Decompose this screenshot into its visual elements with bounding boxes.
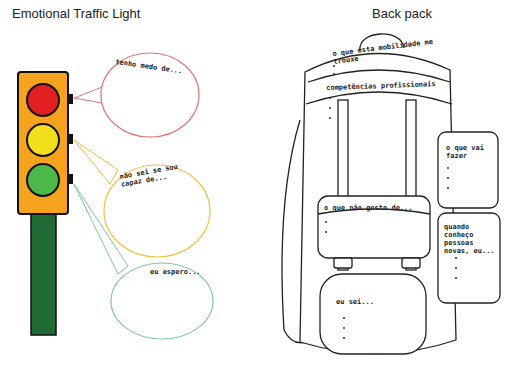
dot: [455, 277, 457, 279]
front-pocket: o que não gosto de...: [320, 198, 428, 256]
dot: [329, 107, 331, 109]
dot: [333, 73, 335, 75]
prompt-text: o que esta mobilidade me trouxe: [332, 35, 453, 66]
dot: [455, 267, 457, 269]
backpack-compartment: competências profissionais: [322, 80, 440, 120]
flap-seam: [306, 92, 452, 104]
light-tab: [68, 134, 73, 144]
bubble-tail: [74, 140, 118, 184]
yellow-lamp: [27, 124, 59, 156]
section-heading: Emotional Traffic Light: [12, 6, 140, 21]
bubble-ellipse: [101, 53, 199, 137]
backpack-compartment: o que esta mobilidade me trouxe: [322, 46, 450, 74]
buckle: [402, 258, 420, 268]
green-lamp: [27, 164, 59, 196]
dot: [329, 97, 331, 99]
light-pole: [31, 213, 56, 335]
buckle: [334, 258, 352, 268]
side-pocket: quando conheço pessoas novas, eu...: [440, 215, 498, 301]
light-tab: [68, 94, 73, 104]
dot: [447, 177, 449, 179]
red-lamp: [27, 84, 59, 116]
dot: [329, 117, 331, 119]
dot: [325, 221, 327, 223]
dot: [343, 327, 345, 329]
dot: [343, 317, 345, 319]
bottom-pocket: [320, 274, 426, 354]
prompt-text: eu espero...: [150, 268, 210, 276]
dot: [325, 231, 327, 233]
dot: [447, 187, 449, 189]
side-pocket: o que vai fazer: [440, 136, 496, 204]
backpack: [282, 34, 500, 354]
speech-bubble: não sei se sou capaz de...: [103, 164, 211, 258]
prompt-text: competências profissionais: [326, 80, 438, 92]
side-pocket: [438, 132, 498, 208]
bag-body: [300, 53, 456, 353]
prompt-text: o que não gosto de...: [324, 204, 424, 212]
section-heading: Back pack: [372, 6, 432, 21]
front-pocket: [318, 196, 430, 258]
light-housing: [18, 72, 68, 214]
prompt-text: eu sei...: [336, 298, 416, 306]
speech-bubble: eu espero...: [110, 262, 214, 340]
light-tab: [68, 174, 73, 184]
dot: [343, 337, 345, 339]
prompt-text: quando conheço pessoas novas, eu...: [444, 223, 496, 255]
side-pocket: [438, 213, 500, 303]
bubble-ellipse: [111, 263, 213, 339]
bullet-dots: [325, 65, 457, 339]
prompt-text: o que vai fazer: [446, 144, 494, 160]
dot: [455, 257, 457, 259]
dot: [447, 167, 449, 169]
speech-bubble: tenho medo de...: [100, 52, 200, 138]
bottom-pocket: eu sei...: [322, 276, 424, 352]
